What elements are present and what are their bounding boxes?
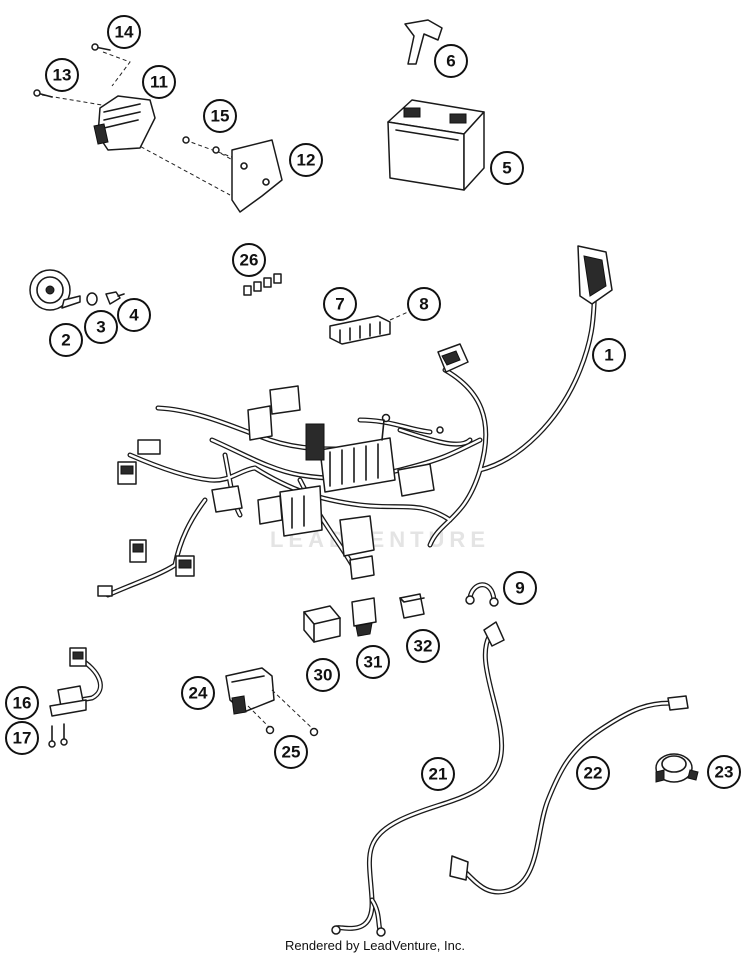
- svg-text:12: 12: [297, 151, 316, 170]
- callout-4: 4: [117, 298, 151, 332]
- harness-cable-core-5: [106, 563, 177, 597]
- svg-text:13: 13: [53, 66, 72, 85]
- callout-6: 6: [434, 44, 468, 78]
- relay-30: [303, 605, 341, 643]
- svg-text:11: 11: [150, 73, 168, 92]
- svg-text:15: 15: [211, 107, 230, 126]
- callout-14: 14: [107, 15, 141, 49]
- starter-relay: [655, 753, 699, 783]
- svg-text:22: 22: [584, 764, 603, 783]
- callout-12: 12: [289, 143, 323, 177]
- sensor-assembly: [48, 647, 103, 748]
- svg-text:7: 7: [335, 295, 344, 314]
- control-unit-assembly: [33, 43, 283, 213]
- callout-2: 2: [49, 323, 83, 357]
- callout-16: 16: [5, 686, 39, 720]
- svg-text:31: 31: [364, 653, 383, 672]
- callout-11: 11: [142, 65, 176, 99]
- callout-15: 15: [203, 99, 237, 133]
- callout-8: 8: [407, 287, 441, 321]
- callout-22: 22: [576, 756, 610, 790]
- callout-21: 21: [421, 757, 455, 791]
- callout-31: 31: [356, 645, 390, 679]
- svg-text:4: 4: [129, 306, 139, 325]
- relay-31: [351, 597, 377, 637]
- horn-assembly: [29, 269, 125, 311]
- harness-cable-core-3: [128, 453, 257, 482]
- harness-cable-8: [477, 277, 601, 473]
- callout-3: 3: [84, 310, 118, 344]
- svg-text:2: 2: [61, 331, 70, 350]
- svg-text:3: 3: [96, 318, 105, 337]
- svg-text:8: 8: [419, 295, 428, 314]
- callout-9: 9: [503, 571, 537, 605]
- svg-text:21: 21: [429, 765, 448, 784]
- callout-32: 32: [406, 629, 440, 663]
- svg-text:26: 26: [240, 251, 259, 270]
- harness-cable-core-6: [253, 466, 452, 522]
- callout-13: 13: [45, 58, 79, 92]
- svg-text:25: 25: [282, 743, 301, 762]
- callout-30: 30: [306, 658, 340, 692]
- battery-strap: [404, 19, 443, 65]
- callout-26: 26: [232, 243, 266, 277]
- battery: [387, 99, 485, 191]
- cable-21: [331, 621, 505, 937]
- callout-7: 7: [323, 287, 357, 321]
- cable-22: [449, 695, 689, 895]
- svg-text:14: 14: [115, 23, 134, 42]
- callout-1: 1: [592, 338, 626, 372]
- svg-text:23: 23: [715, 763, 734, 782]
- callout-17: 17: [5, 721, 39, 755]
- regulator-assembly: [225, 667, 319, 737]
- main-wiring-harness: [97, 245, 613, 598]
- svg-text:1: 1: [604, 346, 613, 365]
- callout-25: 25: [274, 735, 308, 769]
- svg-text:17: 17: [13, 729, 32, 748]
- callout-23: 23: [707, 755, 741, 789]
- footer-credit: Rendered by LeadVenture, Inc.: [285, 938, 465, 953]
- callout-24: 24: [181, 676, 215, 710]
- svg-text:24: 24: [189, 684, 208, 703]
- svg-text:6: 6: [446, 52, 455, 71]
- relay-32: [399, 593, 425, 619]
- svg-text:30: 30: [314, 666, 333, 685]
- harness-cable-core-12: [358, 418, 432, 434]
- harness-cable-core-9: [398, 428, 472, 446]
- svg-text:32: 32: [414, 637, 433, 656]
- connector-clips: [243, 273, 282, 296]
- svg-text:9: 9: [515, 579, 524, 598]
- ground-cable: [465, 582, 499, 607]
- svg-text:16: 16: [13, 694, 32, 713]
- callout-5: 5: [490, 151, 524, 185]
- harness-cable-9: [397, 427, 473, 447]
- svg-text:5: 5: [502, 159, 511, 178]
- fuse-block: [329, 311, 409, 345]
